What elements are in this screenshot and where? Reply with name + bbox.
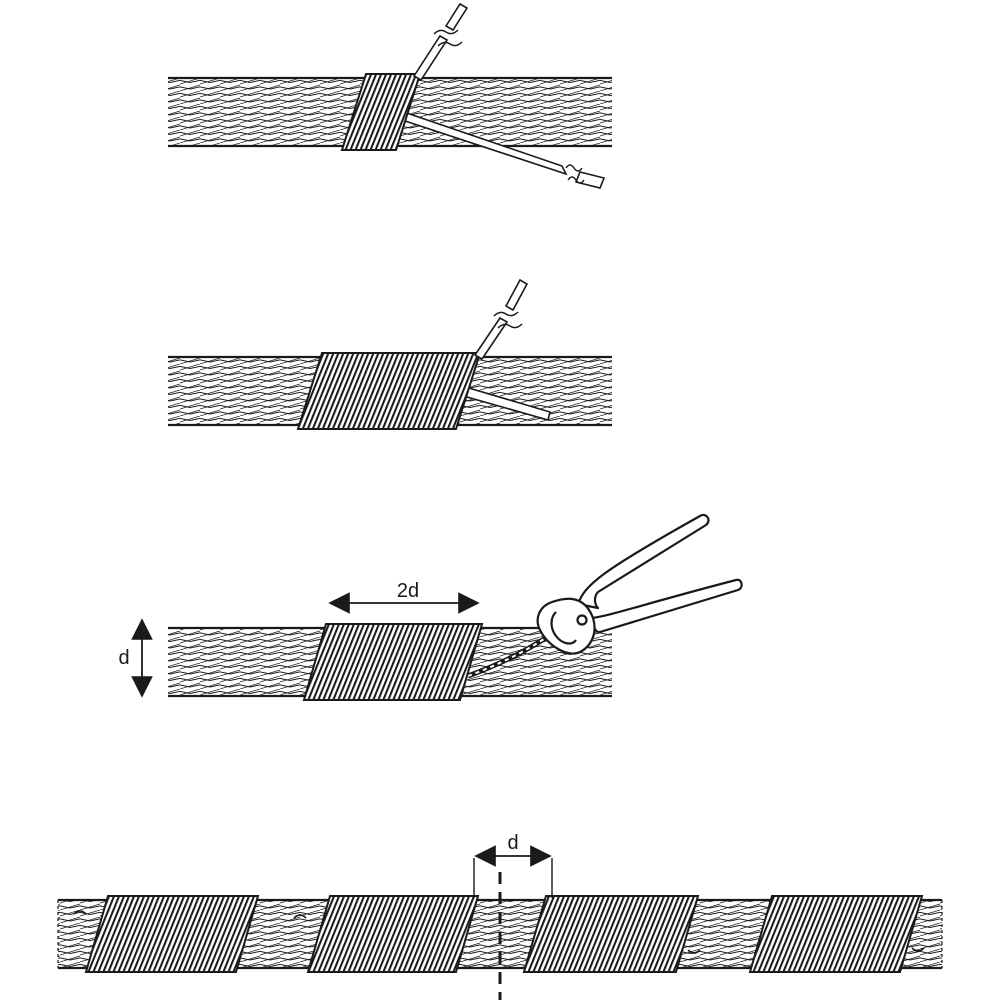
step-2-continue-winding (168, 278, 612, 430)
dimension-label-2d: 2d (397, 580, 419, 602)
dimension-2d: 2d (328, 580, 480, 614)
dimension-label-d: d (118, 647, 129, 669)
tucked-wire-ends (73, 910, 925, 954)
seizing-binding (340, 73, 422, 151)
seizing-binding-1 (84, 895, 260, 973)
seizing-wire-free-end (473, 278, 529, 361)
dimension-label-gap-d: d (507, 832, 518, 854)
pliers-icon (536, 513, 743, 655)
step-1-start-winding (168, 2, 612, 189)
step-3-twist-ends-with-pliers: 2d d (118, 513, 743, 701)
seizing-wire-free-end (412, 2, 469, 82)
dimension-rope-diameter: d (118, 618, 153, 698)
seizing-binding (296, 352, 482, 430)
seizing-binding-3 (522, 895, 700, 973)
seizing-binding-2 (306, 895, 480, 973)
step-4-cut-between-seizings: d (57, 832, 943, 1000)
seizing-binding (302, 623, 484, 701)
seizing-binding-4 (748, 895, 924, 973)
dimension-gap-d: d (473, 832, 553, 898)
